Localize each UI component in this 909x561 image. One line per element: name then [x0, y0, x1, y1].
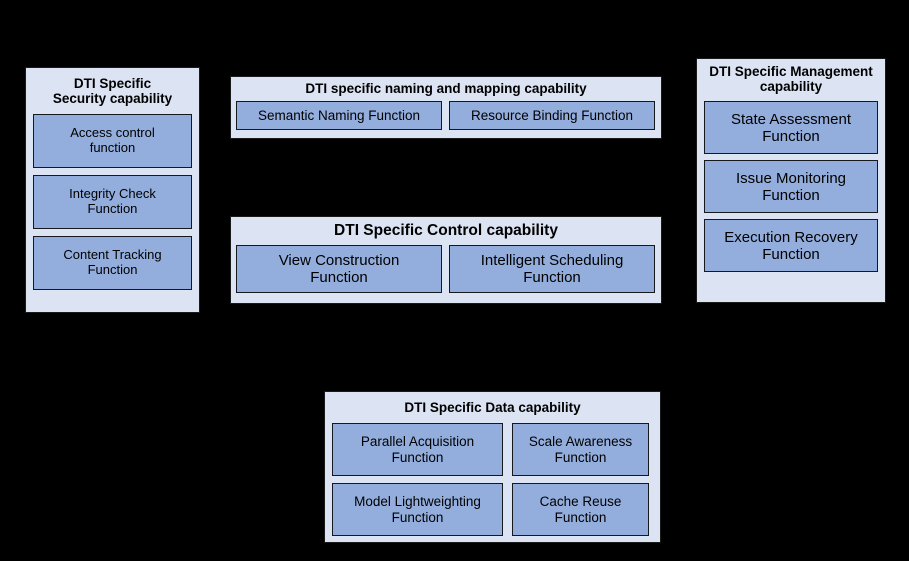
- function-box-cache-reuse[interactable]: Cache Reuse Function: [512, 483, 649, 537]
- function-list-management: State Assessment Function Issue Monitori…: [704, 101, 878, 273]
- panel-title-naming: DTI specific naming and mapping capabili…: [305, 81, 587, 96]
- function-box-view-construction[interactable]: View Construction Function: [236, 245, 442, 294]
- panel-title-security: DTI Specific Security capability: [52, 76, 173, 107]
- function-box-semantic-naming[interactable]: Semantic Naming Function: [236, 101, 442, 131]
- function-box-access-control[interactable]: Access control function: [33, 114, 192, 169]
- panel-dti-specific-naming-and-mapping-capability[interactable]: DTI specific naming and mapping capabili…: [230, 76, 662, 139]
- panel-title-management: DTI Specific Management capability: [709, 64, 873, 95]
- panel-dti-specific-data-capability[interactable]: DTI Specific Data capability Parallel Ac…: [324, 391, 661, 543]
- panel-dti-specific-security-capability[interactable]: DTI Specific Security capability Access …: [25, 67, 200, 313]
- panel-title-control: DTI Specific Control capability: [334, 222, 558, 239]
- panel-title-data: DTI Specific Data capability: [404, 400, 581, 415]
- function-box-execution-recovery[interactable]: Execution Recovery Function: [704, 219, 878, 273]
- panel-dti-specific-control-capability[interactable]: DTI Specific Control capability View Con…: [230, 216, 662, 304]
- function-list-security: Access control function Integrity Check …: [33, 114, 192, 291]
- function-box-content-tracking[interactable]: Content Tracking Function: [33, 236, 192, 291]
- function-box-model-lightweighting[interactable]: Model Lightweighting Function: [332, 483, 503, 537]
- function-list-data: Parallel Acquisition Function Scale Awar…: [332, 423, 653, 537]
- function-box-parallel-acquisition[interactable]: Parallel Acquisition Function: [332, 423, 503, 477]
- function-box-integrity-check[interactable]: Integrity Check Function: [33, 175, 192, 230]
- function-list-control: View Construction Function Intelligent S…: [236, 245, 656, 294]
- function-box-intelligent-scheduling[interactable]: Intelligent Scheduling Function: [449, 245, 655, 294]
- function-box-scale-awareness[interactable]: Scale Awareness Function: [512, 423, 649, 477]
- function-list-naming: Semantic Naming Function Resource Bindin…: [236, 101, 656, 131]
- function-box-resource-binding[interactable]: Resource Binding Function: [449, 101, 655, 131]
- function-box-issue-monitoring[interactable]: Issue Monitoring Function: [704, 160, 878, 214]
- panel-dti-specific-management-capability[interactable]: DTI Specific Management capability State…: [696, 58, 886, 303]
- function-box-state-assessment[interactable]: State Assessment Function: [704, 101, 878, 155]
